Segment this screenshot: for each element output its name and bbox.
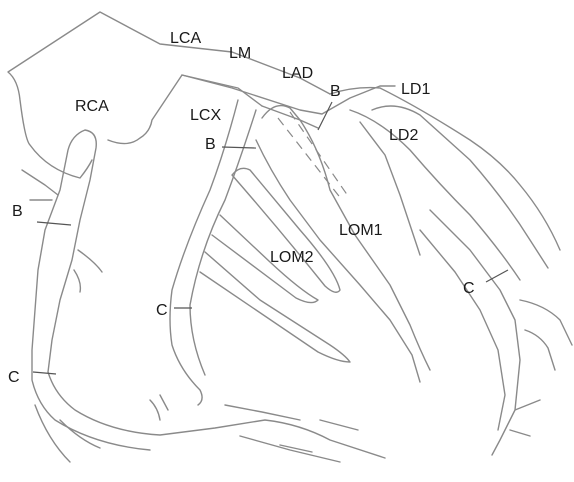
b-lcx-tick [222,147,256,148]
label-c-rca: C [8,369,20,386]
b-lad-tick [318,102,332,130]
label-lca: LCA [170,30,201,47]
label-rca: RCA [75,98,109,115]
label-c-lad: C [463,280,475,297]
c-rca-tick [33,372,56,374]
label-lad: LAD [282,65,313,82]
lom1-vessel [256,106,430,382]
label-b-lad: B [330,83,341,100]
label-b-rca: B [12,203,23,220]
lcx-branch-upper [232,168,340,292]
label-lom2: LOM2 [270,249,314,266]
label-b-lcx: B [205,136,216,153]
label-c-lcx: C [156,302,168,319]
b-rca-tick [37,222,71,225]
aortic-root-outline [8,12,330,178]
label-lom1: LOM1 [339,222,383,239]
rca-vessel [32,130,385,458]
label-ld2: LD2 [389,127,418,144]
label-ld1: LD1 [401,81,430,98]
label-lcx: LCX [190,107,221,124]
lad-vessel [330,88,560,280]
label-lm: LM [229,45,251,62]
lom2-branch [200,252,350,362]
